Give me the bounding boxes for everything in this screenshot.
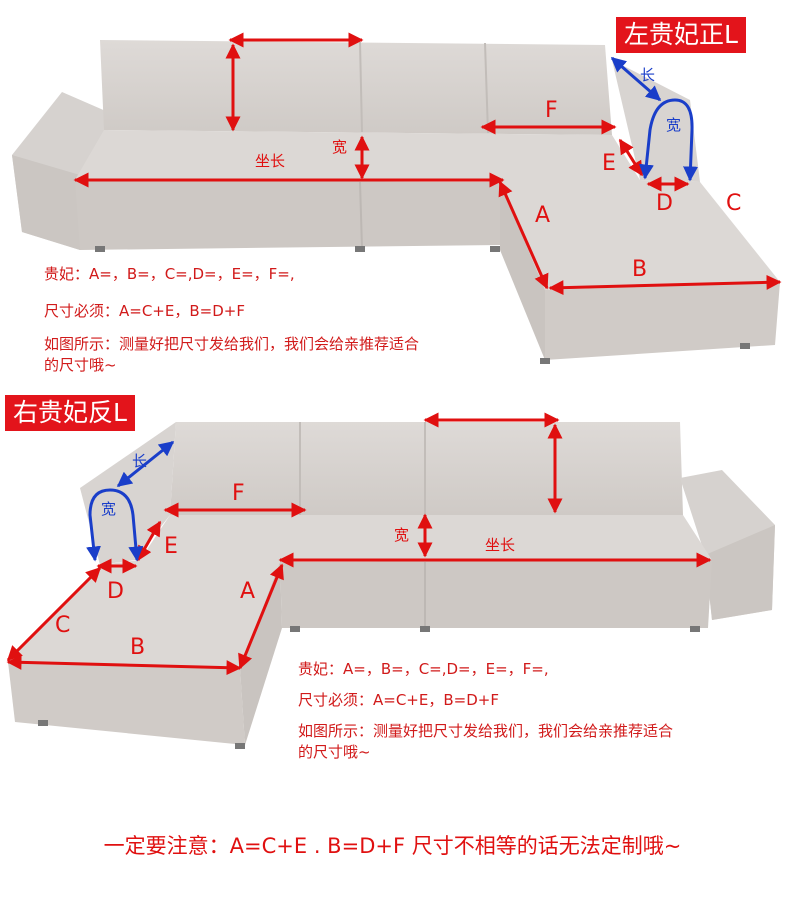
top-note-instruction: 如图所示：测量好把尺寸发给我们，我们会给亲推荐适合 [44,335,420,353]
footer-warning: 一定要注意：A=C+E . B=D+F 尺寸不相等的话无法定制哦~ [103,834,682,858]
top-E-label: E [602,151,616,176]
bottom-seat-length-label: 坐长 [485,536,515,554]
top-note-rule: 尺寸必须：A=C+E，B=D+F [44,302,245,320]
bottom-note-instruction: 如图所示：测量好把尺寸发给我们，我们会给亲推荐适合 [298,722,674,740]
bottom-F-label: F [232,481,245,506]
top-note-dimensions: 贵妃：A=，B=，C=,D=，E=，F=, [44,265,295,283]
top-length-label: 长 [640,66,655,84]
bottom-note-dimensions: 贵妃：A=，B=，C=,D=，E=，F=, [298,660,549,678]
top-sofa-type-tag: 左贵妃正L [616,17,746,53]
top-F-label: F [545,98,558,123]
bottom-length-label: 长 [132,452,147,470]
top-C-label: C [726,191,741,216]
top-seat-length-label: 坐长 [255,152,285,170]
bottom-sofa: 长 宽 坐长 宽 F E D C A B [6,412,775,749]
bottom-D-label: D [107,579,124,604]
bottom-depth-label: 宽 [394,526,409,544]
bottom-note-rule: 尺寸必须：A=C+E，B=D+F [298,691,499,709]
top-depth-label: 宽 [332,138,347,156]
bottom-C-label: C [55,613,70,638]
bottom-E-label: E [164,534,178,559]
top-D-label: D [656,191,673,216]
top-A-label: A [535,203,550,228]
bottom-A-label: A [240,579,255,604]
top-sofa: 长 宽 坐长 宽 F E D C A B [12,32,782,364]
bottom-width-label: 宽 [101,500,116,518]
bottom-note-instruction-cont: 的尺寸哦~ [298,743,371,761]
top-width-label: 宽 [666,116,681,134]
bottom-B-label: B [130,635,145,660]
bottom-sofa-type-tag: 右贵妃反L [5,395,135,431]
top-B-label: B [632,257,647,282]
top-note-instruction-cont: 的尺寸哦~ [44,356,117,374]
